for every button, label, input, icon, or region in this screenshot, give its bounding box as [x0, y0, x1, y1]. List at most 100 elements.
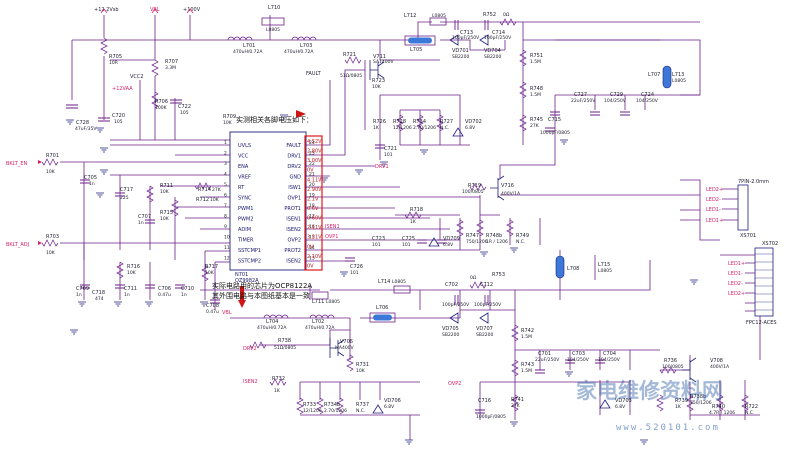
comp-value: 6.8V	[465, 125, 476, 131]
ic-pin-name: DRV1	[287, 154, 301, 160]
comp-ref: C722	[178, 104, 191, 110]
pin-voltage-reading: 2.1V	[307, 196, 319, 202]
comp-ref: C705	[84, 175, 97, 181]
ic-pin-number: 2	[224, 151, 227, 157]
ic-part: OZ9982A	[235, 278, 259, 284]
comp-ref: R723	[372, 78, 385, 84]
net-drv1: DRV1	[375, 164, 389, 170]
comp-ref: R701	[46, 153, 59, 159]
comp-value: 10K	[160, 216, 170, 222]
comp-value: MA400V	[335, 345, 355, 351]
comp-ref: V708	[710, 358, 723, 364]
comp-ref: R717	[205, 264, 218, 270]
comp-ref: VD709	[443, 236, 460, 242]
ic-pin-number: 15	[309, 235, 315, 241]
ic-pin-number: 13	[309, 256, 315, 262]
comp-ref: L703	[300, 43, 312, 49]
comp-ref: C725	[402, 236, 415, 242]
comp-ref: VD701	[452, 48, 469, 54]
filter-choke-top-right	[662, 65, 672, 89]
connector-header: 7PIN-2.0mm	[738, 179, 769, 185]
choke-l706	[373, 314, 392, 321]
filter-choke-bottom	[555, 255, 565, 279]
ic-body	[229, 131, 307, 271]
comp-value: 27K	[212, 187, 222, 193]
comp-ref: R753	[492, 272, 505, 278]
comp-ref: R707	[165, 59, 178, 65]
pin-voltage-reading: 0V	[307, 263, 314, 269]
comp-ref: R727	[440, 119, 453, 125]
comp-ref: C713	[460, 30, 473, 36]
comp-ref: C710	[181, 286, 194, 292]
alert-arrow	[238, 286, 246, 308]
ic-pin-name: GND	[290, 175, 302, 181]
comp-value: 100pF/250V	[484, 35, 512, 41]
comp-ref: R743	[521, 362, 534, 368]
comp-value: 6.8V	[384, 404, 395, 410]
comp-ref: VD706	[384, 398, 401, 404]
comp-ref: R728	[393, 119, 406, 125]
comp-value: 6.8V	[443, 242, 454, 248]
comp-ref: R734b	[324, 402, 340, 408]
comp-ref: C716	[478, 398, 491, 404]
comp-value: 10K	[205, 270, 215, 276]
comp-value: 1K	[410, 219, 417, 225]
comp-ref: C706	[158, 286, 171, 292]
comp-value: 0Ω	[503, 12, 510, 18]
comp-value: 12/1206	[303, 408, 322, 414]
power-rails: +12.2Vsb VBL +100V VCC2 +12VAA	[94, 7, 201, 92]
ic-pin-name: ISEN2	[286, 259, 301, 265]
connector-pin-label: LED1+	[728, 261, 745, 267]
pin-voltage-reading: 4.52V	[307, 139, 322, 145]
comp-value: 10K	[356, 368, 366, 374]
comp-ref: R732	[272, 376, 285, 382]
comp-value: 51Ω/0805	[340, 73, 362, 79]
pin-voltage-reading: 0V	[307, 244, 314, 250]
comp-ref: C723	[372, 236, 385, 242]
comp-ref: C712	[480, 282, 493, 288]
comp-value: 101	[350, 270, 359, 276]
ic-pin-name: ADIM	[238, 227, 251, 233]
ic-pin-name: PROT2	[284, 248, 301, 254]
ic-left-pins: UVLS1VCC2ENA3VREF4RT5SYNC6PWM17PWM28ADIM…	[224, 140, 261, 265]
comp-ref: C701	[538, 351, 551, 357]
pin-voltage-reading: 0V	[307, 168, 314, 174]
comp-value: 51Ω/0805	[274, 345, 296, 351]
ic-pin-name: PWM1	[238, 206, 253, 212]
ic-pin-name: FAULT	[286, 143, 302, 149]
comp-value: 22uF/250V	[535, 357, 560, 363]
resistor-symbols-horizontal	[41, 18, 677, 386]
top-annotation: 实测相关各脚电压如下：	[236, 115, 313, 124]
comp-value: 10R	[109, 60, 118, 66]
comp-ref: C711	[124, 286, 137, 292]
comp-ref: V706	[340, 339, 353, 345]
ic-pin-number: 12	[224, 256, 230, 262]
comp-ref: C702	[445, 282, 458, 288]
comp-value: 10K	[46, 169, 56, 175]
comp-value: 400V/1A	[501, 191, 521, 197]
comp-value: 470uH/0.72A	[233, 49, 263, 55]
comp-value: 6.8V	[615, 404, 626, 410]
comp-ref: VD703	[615, 398, 632, 404]
comp-value: 470uH/0.72A	[305, 325, 335, 331]
ic-pin-number: 9	[224, 224, 227, 230]
ic-pin-name: ISW1	[288, 185, 301, 191]
ic-pin-name: VREF	[238, 175, 251, 181]
voltage-highlight-box	[304, 135, 323, 271]
comp-ref: R706	[155, 99, 168, 105]
comp-ref: L712	[404, 13, 416, 19]
semiconductor-symbols	[329, 34, 697, 414]
ic-pin-number: 5	[224, 182, 227, 188]
comp-ref: R711	[160, 183, 173, 189]
comp-ref: C726	[350, 264, 363, 270]
net-isen1: ISEN1	[325, 224, 340, 230]
comp-value: 27K	[511, 403, 521, 409]
comp-value: L0805	[432, 13, 446, 19]
connector-pin-label: LED2-	[728, 281, 743, 287]
comp-ref: R748b	[486, 233, 502, 239]
comp-ref: C708	[206, 303, 219, 309]
connector-pin-label: LED1+	[706, 218, 723, 224]
comp-ref: C703	[572, 351, 585, 357]
comp-value: 10K	[46, 250, 56, 256]
comp-ref: L705	[410, 47, 422, 53]
